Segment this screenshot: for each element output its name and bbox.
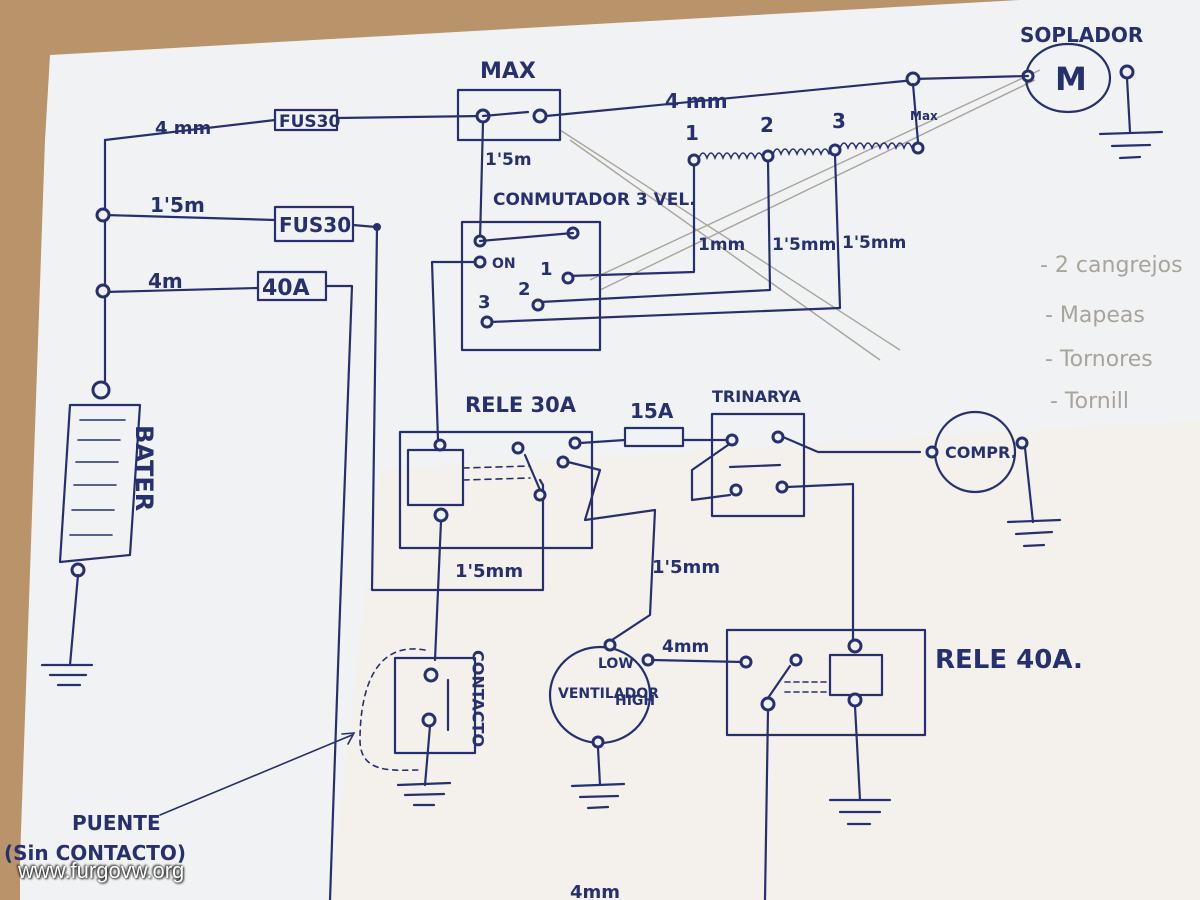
motor-symbol: M xyxy=(1055,60,1087,98)
contact-label: CONTACTO xyxy=(469,650,488,747)
wire-label-15m-left: 1'5m xyxy=(150,193,205,217)
site-watermark: www.furgovw.org xyxy=(18,858,185,883)
trinary-label: TRINARYA xyxy=(712,387,801,406)
wire-label-15mm-b: 1'5mm xyxy=(842,233,906,253)
relay-40a: RELE 40A. 4mm xyxy=(570,628,1083,900)
wire-label-15m-max: 1'5m xyxy=(485,150,532,170)
blower-resistor: 1 2 3 Max 1mm 1'5mm 1'5mm xyxy=(488,82,938,324)
blower-label: SOPLADOR xyxy=(1020,23,1143,47)
wire-label-bottom: 4mm xyxy=(570,882,620,900)
fuse-label-40a: 40A xyxy=(262,276,310,301)
wire-label-4mm-blower: 4 mm xyxy=(665,89,728,113)
left-bus: 4 mm 1'5m 4m xyxy=(95,118,277,392)
resistor-tap-2: 2 xyxy=(760,113,774,137)
speed-switch-label: CONMUTADOR 3 VEL. xyxy=(493,190,696,210)
relay-40a-label: RELE 40A. xyxy=(935,645,1083,675)
speed-switch: CONMUTADOR 3 VEL. ON 1 2 3 xyxy=(430,190,696,442)
fan-low-label: LOW xyxy=(598,656,634,672)
ignition-contact: CONTACTO xyxy=(359,648,488,807)
wire-label-4mm-vent: 4mm xyxy=(662,637,709,657)
wire-label-15mm-vent: 1'5mm xyxy=(652,557,720,578)
wire-label-15mm-a: 1'5mm xyxy=(772,235,836,255)
bridge-annotation: PUENTE (Sin CONTACTO) xyxy=(4,732,356,865)
fuse-fus30-mid: FUS30 xyxy=(273,205,545,592)
fan-label: VENTILADOR xyxy=(558,686,659,702)
resistor-tap-3: 3 xyxy=(832,109,846,133)
compressor-label: COMPR. xyxy=(945,443,1017,462)
side-note-3: - Tornores xyxy=(1045,347,1153,372)
blower-motor: SOPLADOR M xyxy=(905,23,1164,160)
bridge-note: (Sin CONTACTO) xyxy=(4,841,186,865)
battery: BATER xyxy=(40,380,158,687)
wire-label-1mm: 1mm xyxy=(698,235,745,255)
fuse-label-fus30-top: FUS30 xyxy=(279,112,340,132)
speed-switch-on: ON xyxy=(492,256,516,272)
wire-label-4mm-top: 4 mm xyxy=(155,118,211,139)
relay-30a: RELE 30A 1'5mm 1'5mm xyxy=(398,393,720,662)
trinary-switch: TRINARYA xyxy=(690,387,922,642)
compressor: COMPR. xyxy=(925,410,1062,548)
bridge-label: PUENTE xyxy=(72,811,161,835)
battery-label: BATER xyxy=(130,425,158,511)
fuse-15a: 15A xyxy=(623,399,730,448)
side-note-2: - Mapeas xyxy=(1045,303,1145,328)
speed-switch-pos-2: 2 xyxy=(518,279,531,300)
pencil-cross xyxy=(559,69,1041,361)
wire-label-15mm-relay: 1'5mm xyxy=(455,561,523,582)
resistor-tap-1: 1 xyxy=(685,121,699,145)
max-switch-label: MAX xyxy=(480,59,536,84)
paper-shade xyxy=(330,420,1200,900)
radiator-fan: LOW VENTILADOR HIGH 4mm xyxy=(548,637,745,810)
speed-switch-pos-3: 3 xyxy=(478,292,491,313)
fuse-label-fus30-mid: FUS30 xyxy=(279,213,351,237)
max-switch: MAX 4 mm 1'5m xyxy=(456,59,917,242)
side-note-4: - Tornill xyxy=(1050,389,1129,414)
side-note-1: - 2 cangrejos xyxy=(1040,253,1183,278)
resistor-max-label: Max xyxy=(910,109,938,123)
relay-30a-label: RELE 30A xyxy=(465,393,577,417)
fuse-label-15a: 15A xyxy=(630,399,674,423)
side-notes: - 2 cangrejos - Mapeas - Tornores - Torn… xyxy=(1040,253,1183,414)
wire-label-4m-left: 4m xyxy=(148,269,183,293)
speed-switch-pos-1: 1 xyxy=(540,259,553,280)
fuse-40a: 40A xyxy=(256,270,354,900)
fan-high-label: HIGH xyxy=(615,693,655,709)
